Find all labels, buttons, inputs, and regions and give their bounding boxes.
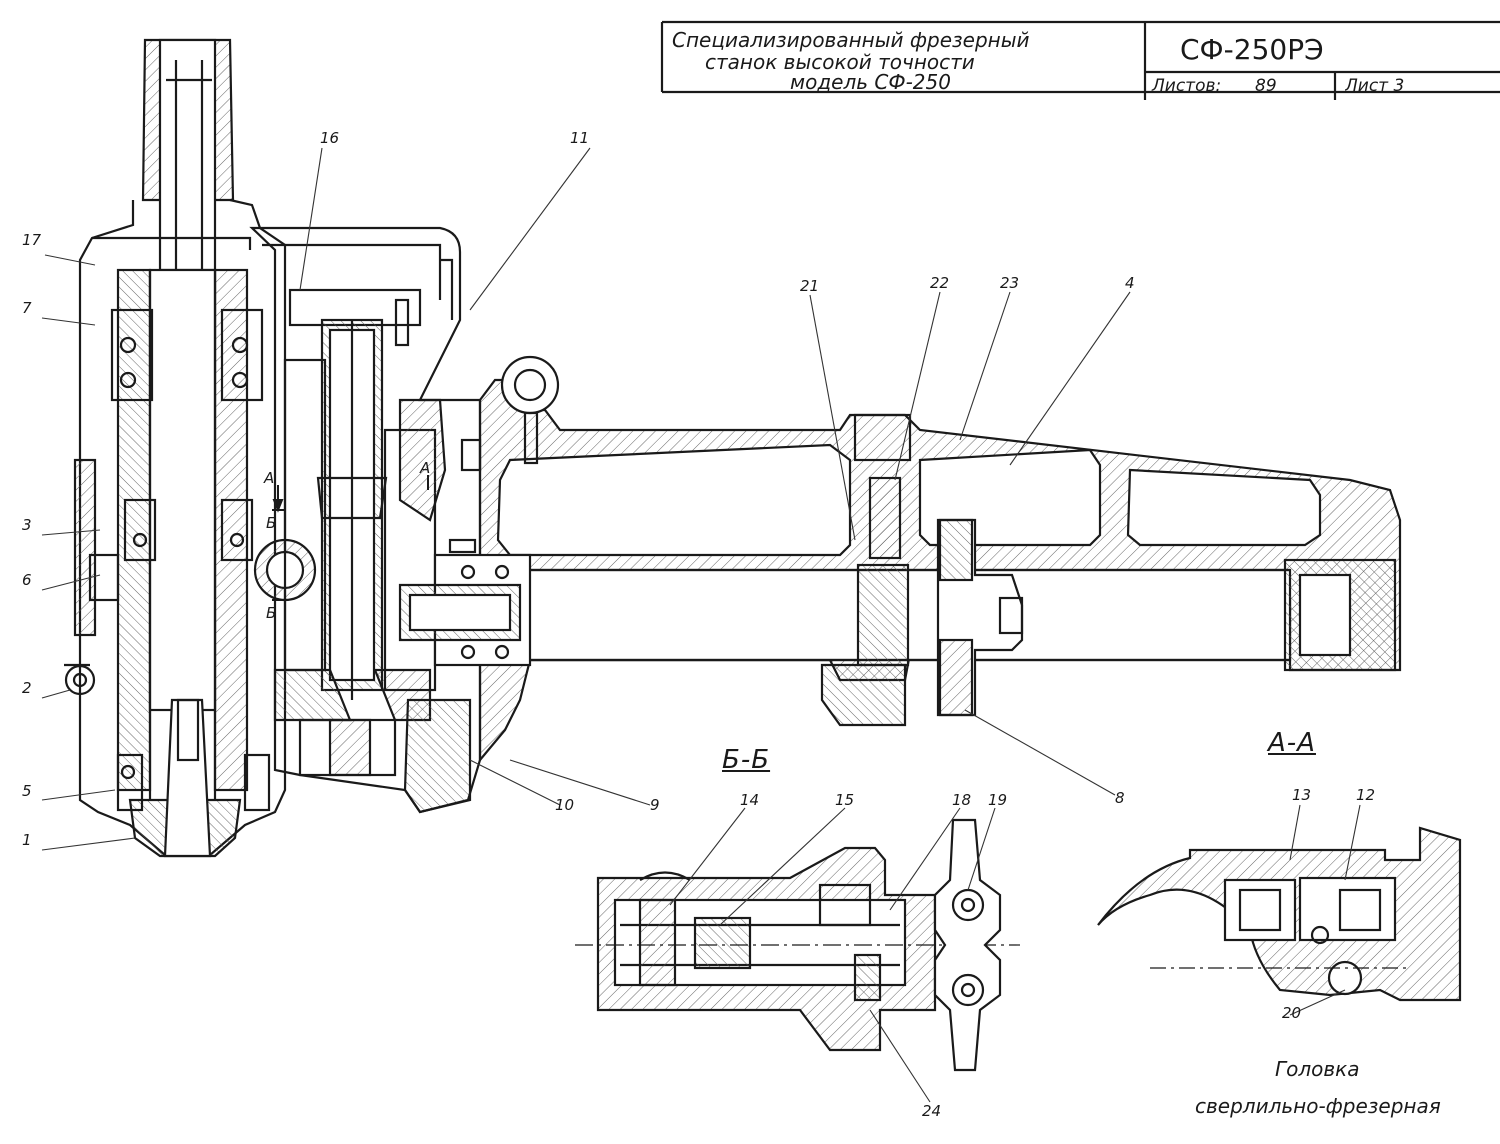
section-mark-b-top: Б bbox=[266, 514, 277, 532]
callout-5: 5 bbox=[22, 782, 32, 800]
sheet-label: Лист 3 bbox=[1345, 76, 1405, 96]
section-bb-view bbox=[575, 818, 1020, 1072]
callout-8: 8 bbox=[1115, 789, 1125, 807]
section-title-aa: А-А bbox=[1268, 728, 1316, 758]
callout-6: 6 bbox=[22, 571, 32, 589]
callout-9: 9 bbox=[650, 796, 660, 814]
callout-24: 24 bbox=[922, 1102, 942, 1120]
callout-14: 14 bbox=[740, 791, 760, 809]
title-block-name-line1: Специализированный фрезерный bbox=[672, 28, 1030, 52]
callout-3: 3 bbox=[22, 516, 32, 534]
callout-15: 15 bbox=[835, 791, 855, 809]
section-cut-marks bbox=[272, 475, 429, 601]
section-mark-a-left: A bbox=[264, 469, 275, 487]
title-block-name-line3: модель СФ-250 bbox=[790, 70, 951, 94]
sheets-value: 89 bbox=[1255, 76, 1277, 96]
title-block-name-line2: станок высокой точности bbox=[705, 50, 975, 74]
callout-13: 13 bbox=[1292, 786, 1312, 804]
callout-16: 16 bbox=[320, 129, 340, 147]
callout-20: 20 bbox=[1282, 1004, 1302, 1022]
section-mark-b-bottom: Б bbox=[266, 604, 277, 622]
caption-line1: Головка bbox=[1275, 1057, 1360, 1081]
drawing-code: СФ-250РЭ bbox=[1180, 33, 1324, 66]
leader-lines bbox=[41, 147, 1361, 1103]
section-title-bb: Б-Б bbox=[722, 745, 771, 775]
callout-18: 18 bbox=[952, 791, 972, 809]
horizontal-arm bbox=[394, 298, 1402, 764]
spindle-housing bbox=[64, 38, 287, 858]
title-block-frame bbox=[660, 20, 1500, 100]
callout-11: 11 bbox=[570, 129, 590, 147]
section-mark-a-right: A bbox=[420, 459, 431, 477]
callout-19: 19 bbox=[988, 791, 1008, 809]
callout-4: 4 bbox=[1125, 274, 1135, 292]
callout-10: 10 bbox=[555, 796, 575, 814]
callout-12: 12 bbox=[1356, 786, 1376, 804]
section-aa-view bbox=[1097, 826, 1462, 1002]
caption-line2: сверлильно-фрезерная bbox=[1195, 1094, 1441, 1118]
callout-7: 7 bbox=[22, 299, 32, 317]
callout-17: 17 bbox=[22, 231, 42, 249]
callout-22: 22 bbox=[930, 274, 950, 292]
gearbox-body bbox=[249, 226, 482, 814]
callout-21: 21 bbox=[800, 277, 820, 295]
callout-2: 2 bbox=[22, 679, 32, 697]
callout-1: 1 bbox=[22, 831, 32, 849]
callout-23: 23 bbox=[1000, 274, 1020, 292]
sheets-label: Листов: bbox=[1152, 76, 1222, 96]
